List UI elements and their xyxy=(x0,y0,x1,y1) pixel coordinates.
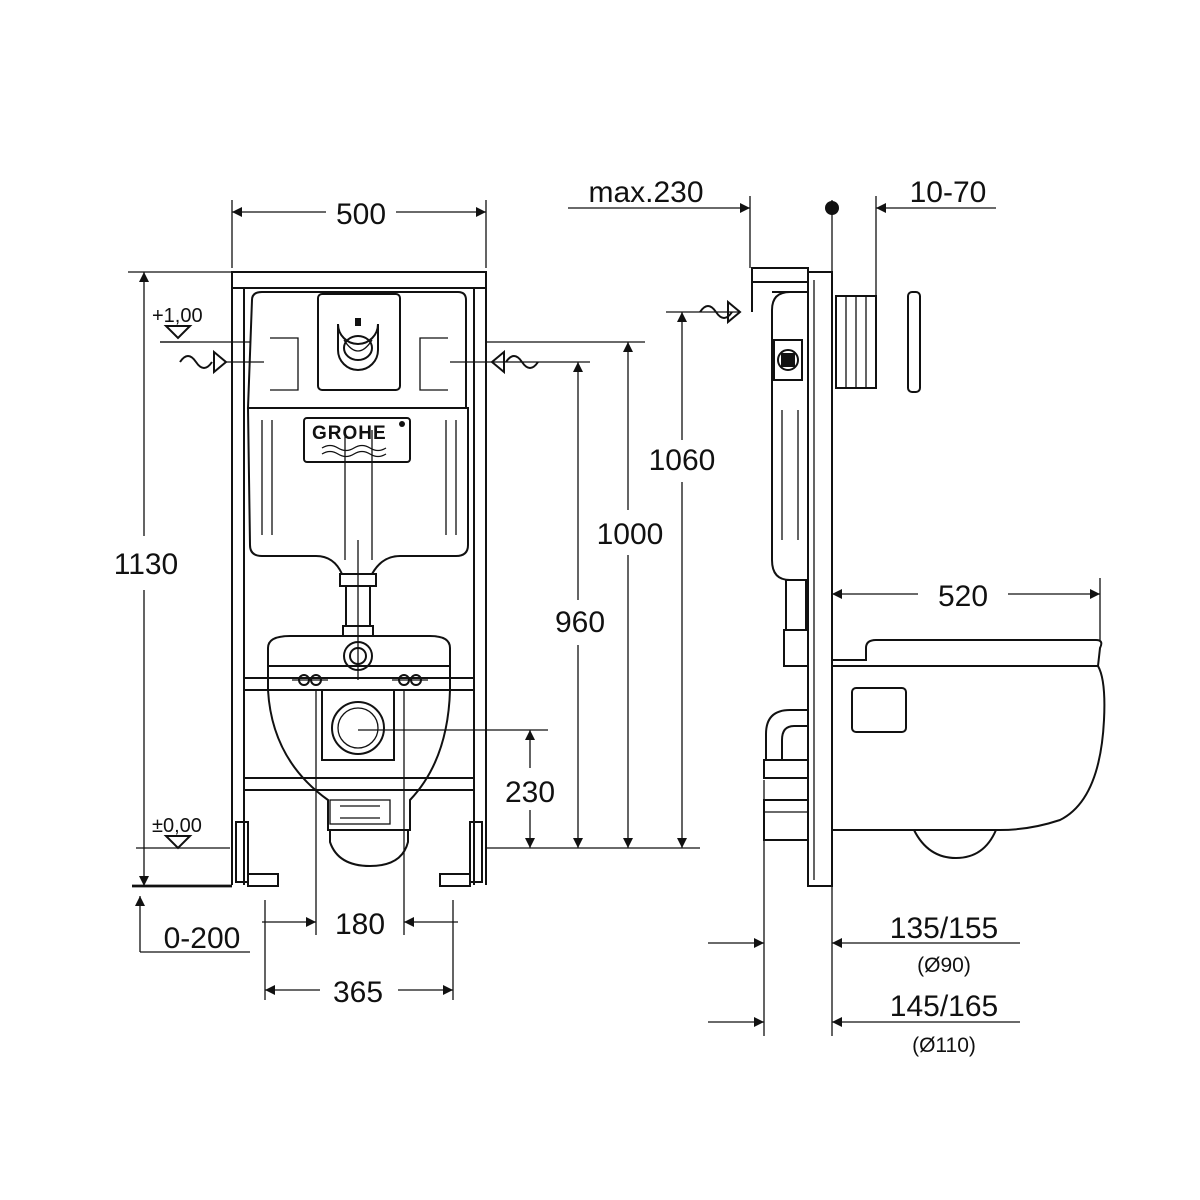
dim-pipe-110: 145/165 (Ø110) xyxy=(708,990,1020,1057)
dim-960-label: 960 xyxy=(555,606,605,639)
side-actuator xyxy=(835,291,921,393)
dim-feet-adjust: 0-200 xyxy=(135,896,250,955)
side-drain-pipe xyxy=(763,709,809,841)
dim-180-label: 180 xyxy=(335,908,385,941)
water-inlet-right xyxy=(450,349,590,375)
dim-135-155-label: 135/155 xyxy=(890,912,998,945)
level-lower-label: ±0,00 xyxy=(152,815,202,837)
dim-500-label: 500 xyxy=(336,198,386,231)
dim-frame-width: 500 xyxy=(231,198,487,268)
dim-1000-label: 1000 xyxy=(597,518,664,551)
dim-d110-label: (Ø110) xyxy=(912,1034,976,1057)
level-upper-label: +1,00 xyxy=(152,305,203,327)
dim-bolt-spacing: 180 xyxy=(262,690,458,941)
dim-0-200-label: 0-200 xyxy=(164,922,241,955)
dim-1130-label: 1130 xyxy=(114,548,179,581)
installation-frame xyxy=(231,271,487,887)
side-view: max.230 10-70 520 135/155 (Ø90) xyxy=(568,176,1106,1057)
logo-plate xyxy=(303,417,411,463)
side-water-inlet xyxy=(699,299,742,325)
dim-10-70-label: 10-70 xyxy=(910,176,987,209)
toilet-bowl-front xyxy=(267,635,451,868)
dim-bowl-projection: 520 xyxy=(832,578,1101,640)
dim-top-height: 1060 xyxy=(640,311,740,849)
flush-button xyxy=(337,323,379,371)
dim-520-label: 520 xyxy=(938,580,988,613)
front-view: GROHE xyxy=(114,198,740,1009)
dim-wall-thickness: 10-70 xyxy=(825,176,996,296)
dim-max-depth: max.230 xyxy=(568,176,751,268)
dim-outlet-height: 960 xyxy=(548,362,640,849)
dim-total-height: 1130 xyxy=(114,271,232,886)
side-toilet-bowl xyxy=(832,639,1106,860)
flush-plate xyxy=(317,293,401,391)
dim-max230-label: max.230 xyxy=(588,176,703,209)
level-mark-upper: +1,00 xyxy=(152,305,203,343)
dim-230-label: 230 xyxy=(505,776,555,809)
dim-bowl-width: 365 xyxy=(264,900,454,1009)
dim-1060-label: 1060 xyxy=(649,444,716,477)
dim-145-165-label: 145/165 xyxy=(890,990,998,1023)
dim-d90-label: (Ø90) xyxy=(917,954,971,977)
flush-pipe xyxy=(339,540,377,680)
dim-inlet-height: 1000 xyxy=(486,341,664,848)
dim-365-label: 365 xyxy=(333,976,383,1009)
water-inlet-left xyxy=(160,341,264,375)
cistern: GROHE xyxy=(246,291,469,575)
side-cistern xyxy=(771,291,809,667)
dim-drain-height: 230 xyxy=(358,729,555,849)
dim-pipe-90: 135/155 (Ø90) xyxy=(708,780,1020,1036)
brand-logo: GROHE xyxy=(312,423,387,444)
level-mark-lower: ±0,00 xyxy=(136,815,230,850)
